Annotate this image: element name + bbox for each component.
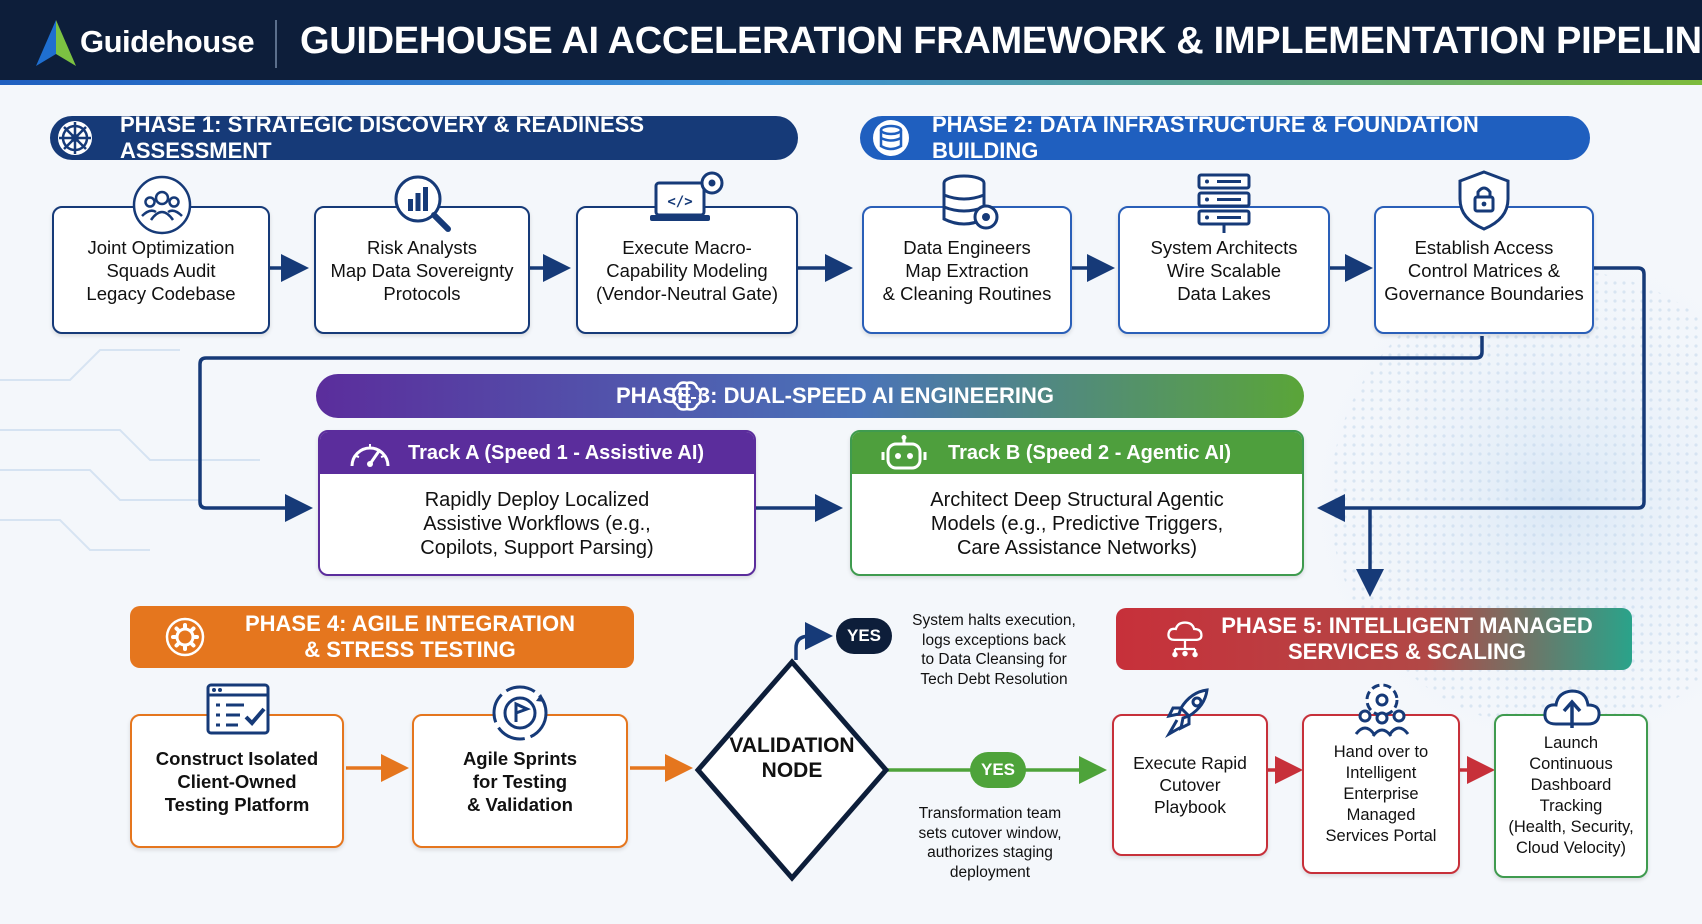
header-accent-stripe [0, 80, 1702, 85]
phase4-banner: PHASE 4: AGILE INTEGRATION & STRESS TEST… [130, 606, 634, 668]
header-bar [0, 0, 1702, 84]
guidehouse-logo-icon [36, 20, 76, 66]
track-a-title: Track A (Speed 1 - Assistive AI) [408, 441, 705, 464]
phase4-step-2-text: Agile Sprints for Testing & Validation [462, 747, 578, 815]
phase1-step-3: Execute Macro- Capability Modeling (Vend… [576, 206, 798, 334]
team-gear-icon [1350, 678, 1414, 740]
phase4-step-1: Construct Isolated Client-Owned Testing … [130, 714, 344, 848]
phase5-step-3: Launch Continuous Dashboard Tracking (He… [1494, 714, 1648, 878]
track-b-header: Track B (Speed 2 - Agentic AI) [852, 432, 1302, 474]
validation-diamond [694, 658, 890, 882]
yes-right-note: Transformation team sets cutover window,… [918, 805, 1062, 881]
phase1-banner: PHASE 1: STRATEGIC DISCOVERY & READINESS… [50, 112, 798, 163]
track-a-card: Track A (Speed 1 - Assistive AI) Rapidly… [318, 430, 756, 576]
phase5-step-2-text: Hand over to Intelligent Enterprise Mana… [1325, 742, 1437, 845]
speedometer-icon [346, 434, 394, 480]
yes-right-pill: YES [970, 752, 1026, 788]
phase5-title: PHASE 5: INTELLIGENT MANAGED SERVICES & … [1221, 613, 1593, 664]
cloud-upload-icon [1540, 678, 1604, 740]
database-icon [870, 117, 912, 159]
cloud-network-icon [1164, 618, 1206, 660]
checklist-window-icon [204, 680, 272, 742]
gear-cycle-icon [164, 616, 206, 658]
track-b-title: Track B (Speed 2 - Agentic AI) [948, 441, 1232, 464]
robot-icon [880, 434, 928, 480]
phase2-step-3-text: Establish Access Control Matrices & Gove… [1384, 236, 1584, 304]
phase2-step-1-text: Data Engineers Map Extraction & Cleaning… [882, 236, 1052, 304]
validation-node-label: VALIDATION NODE [729, 734, 855, 782]
loop-to-track-b [1317, 266, 1646, 522]
phase1-step-1-text: Joint Optimization Squads Audit Legacy C… [86, 236, 236, 304]
track-a-text: Rapidly Deploy Localized Assistive Workf… [420, 489, 654, 559]
logo-wordmark: Guidehouse [80, 24, 255, 59]
phase1-step-3-text: Execute Macro- Capability Modeling (Vend… [595, 236, 778, 304]
arrow-validation-yes-top [794, 622, 833, 660]
track-a-header: Track A (Speed 1 - Assistive AI) [320, 432, 754, 474]
svg-text:</>: </> [667, 194, 692, 210]
magnifier-chart-icon [390, 172, 454, 234]
track-b-text: Architect Deep Structural Agentic Models… [930, 489, 1224, 559]
server-rack-icon [1192, 172, 1256, 234]
laptop-code-gear-icon: </> [650, 170, 726, 232]
loop-to-track-a [198, 336, 1484, 522]
phase3-title: PHASE 3: DUAL-SPEED AI ENGINEERING [615, 383, 1055, 408]
track-a-body: Rapidly Deploy Localized Assistive Workf… [320, 474, 754, 574]
phase5-step-3-text: Launch Continuous Dashboard Tracking (He… [1508, 734, 1634, 857]
phase5-step-2: Hand over to Intelligent Enterprise Mana… [1302, 714, 1460, 874]
phase4-step-1-text: Construct Isolated Client-Owned Testing … [155, 747, 319, 815]
track-b-card: Track B (Speed 2 - Agentic AI) Architect… [850, 430, 1304, 576]
phase1-step-2: Risk Analysts Map Data Sovereignty Proto… [314, 206, 530, 334]
compass-wheel-icon [54, 117, 96, 159]
sprint-cycle-icon [488, 682, 552, 744]
phase2-title: PHASE 2: DATA INFRASTRUCTURE & FOUNDATIO… [932, 112, 1479, 163]
phase1-step-2-text: Risk Analysts Map Data Sovereignty Proto… [330, 236, 514, 304]
phase2-step-2-text: System Architects Wire Scalable Data Lak… [1150, 236, 1298, 304]
yes-top-note: System halts execution, logs exceptions … [912, 612, 1076, 688]
team-icon [130, 174, 194, 236]
phase5-step-1-text: Execute Rapid Cutover Playbook [1133, 753, 1247, 817]
phase1-title: PHASE 1: STRATEGIC DISCOVERY & READINESS… [120, 112, 645, 163]
brain-icon [666, 375, 708, 417]
yes-top-pill: YES [836, 618, 892, 654]
phase2-banner: PHASE 2: DATA INFRASTRUCTURE & FOUNDATIO… [860, 112, 1590, 163]
database-gear-icon [934, 172, 1004, 234]
shield-lock-icon [1452, 170, 1516, 232]
header-divider [275, 20, 277, 68]
phase5-banner: PHASE 5: INTELLIGENT MANAGED SERVICES & … [1116, 608, 1632, 670]
phase4-title: PHASE 4: AGILE INTEGRATION & STRESS TEST… [244, 611, 576, 662]
track-b-body: Architect Deep Structural Agentic Models… [852, 474, 1302, 574]
page-title: GUIDEHOUSE AI ACCELERATION FRAMEWORK & I… [300, 20, 1702, 62]
phase3-banner: PHASE 3: DUAL-SPEED AI ENGINEERING [316, 374, 1304, 418]
rocket-icon [1160, 682, 1224, 744]
